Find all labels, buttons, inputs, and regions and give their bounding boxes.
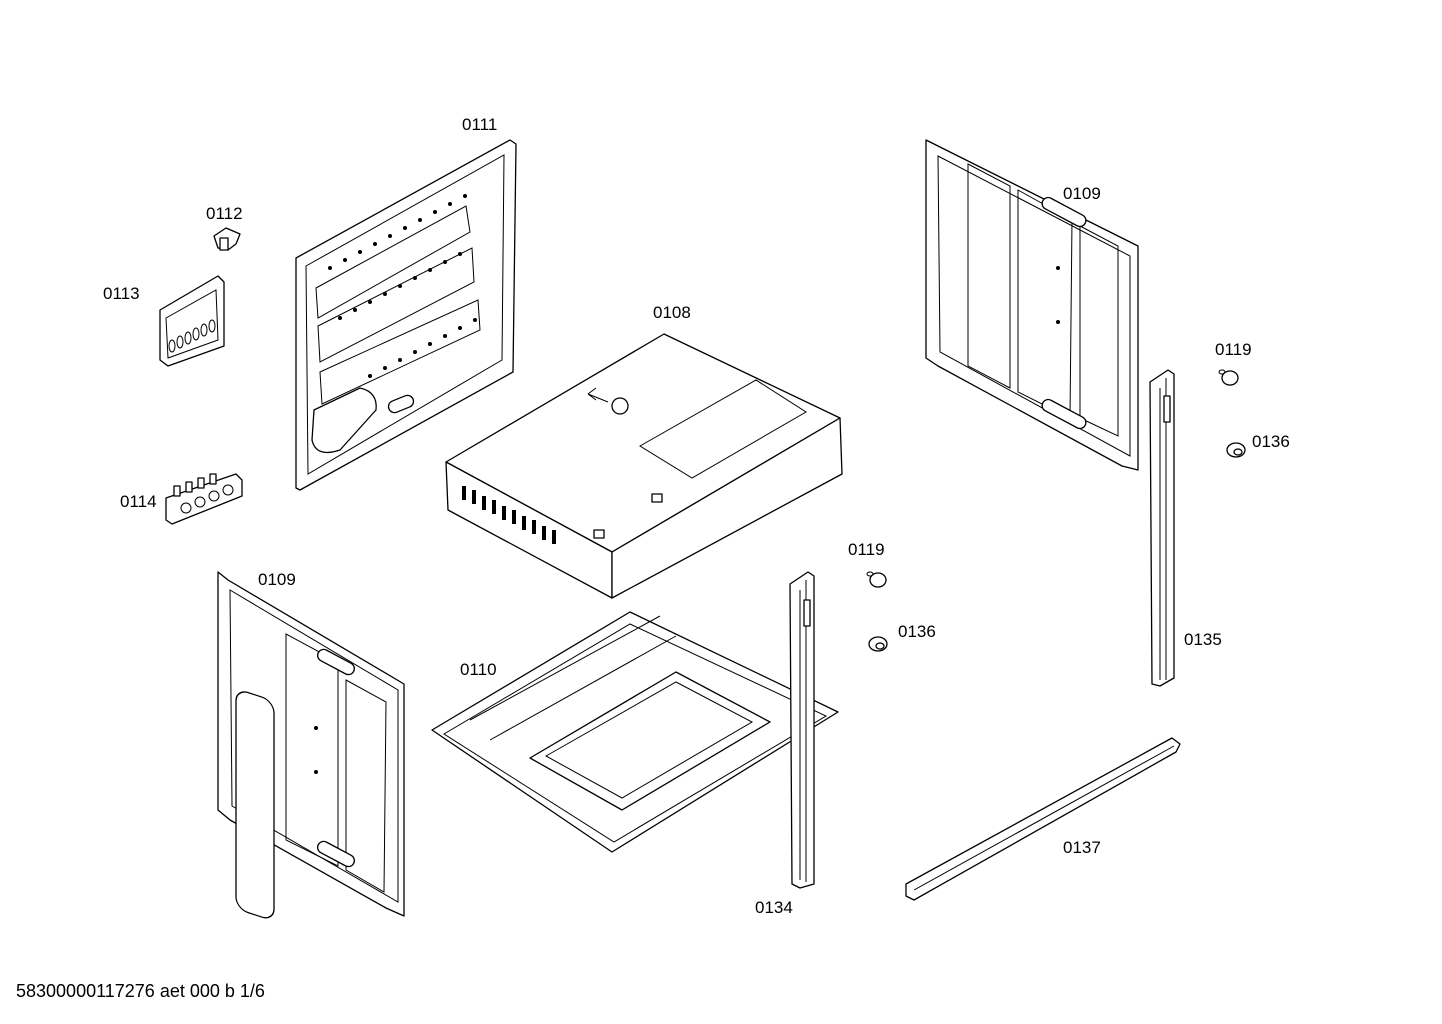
part-0108-top-cover bbox=[445, 333, 843, 599]
part-label-0111: 0111 bbox=[462, 115, 498, 134]
part-0109-right-side-wall bbox=[925, 139, 1139, 471]
part-label-0119-right: 0119 bbox=[1215, 340, 1252, 359]
part-0113-terminal-block bbox=[159, 275, 225, 367]
part-0111-back-panel bbox=[295, 139, 517, 491]
part-0110-oven-floor bbox=[431, 611, 839, 853]
part-0112-connector bbox=[213, 227, 241, 251]
part-label-0108: 0108 bbox=[653, 303, 691, 322]
part-0114-connector-strip bbox=[165, 473, 243, 525]
part-0136-bushing-right bbox=[1226, 442, 1246, 458]
part-label-0109-left: 0109 bbox=[258, 570, 296, 589]
part-0136-bushing-center bbox=[868, 636, 888, 652]
part-0119-bumper-center bbox=[866, 571, 887, 588]
part-label-0137: 0137 bbox=[1063, 838, 1101, 857]
part-label-0112: 0112 bbox=[206, 204, 243, 223]
document-footer: 58300000117276 aet 000 b 1/6 bbox=[16, 981, 265, 1001]
part-label-0134: 0134 bbox=[755, 898, 793, 917]
part-label-0113: 0113 bbox=[103, 284, 140, 303]
part-label-0114: 0114 bbox=[120, 492, 157, 511]
part-label-0136-center: 0136 bbox=[898, 622, 936, 641]
part-0137-long-rail bbox=[905, 737, 1181, 901]
part-0109-left-side-wall bbox=[217, 571, 405, 919]
part-label-0110: 0110 bbox=[460, 660, 497, 679]
part-label-0119-center: 0119 bbox=[848, 540, 885, 559]
part-0135-vertical-rail bbox=[1149, 369, 1175, 687]
part-label-0136-right: 0136 bbox=[1252, 432, 1290, 451]
part-label-0109-right: 0109 bbox=[1063, 184, 1101, 203]
part-0134-vertical-rail bbox=[789, 571, 815, 889]
part-0119-bumper-right bbox=[1218, 369, 1239, 386]
part-label-0135: 0135 bbox=[1184, 630, 1222, 649]
